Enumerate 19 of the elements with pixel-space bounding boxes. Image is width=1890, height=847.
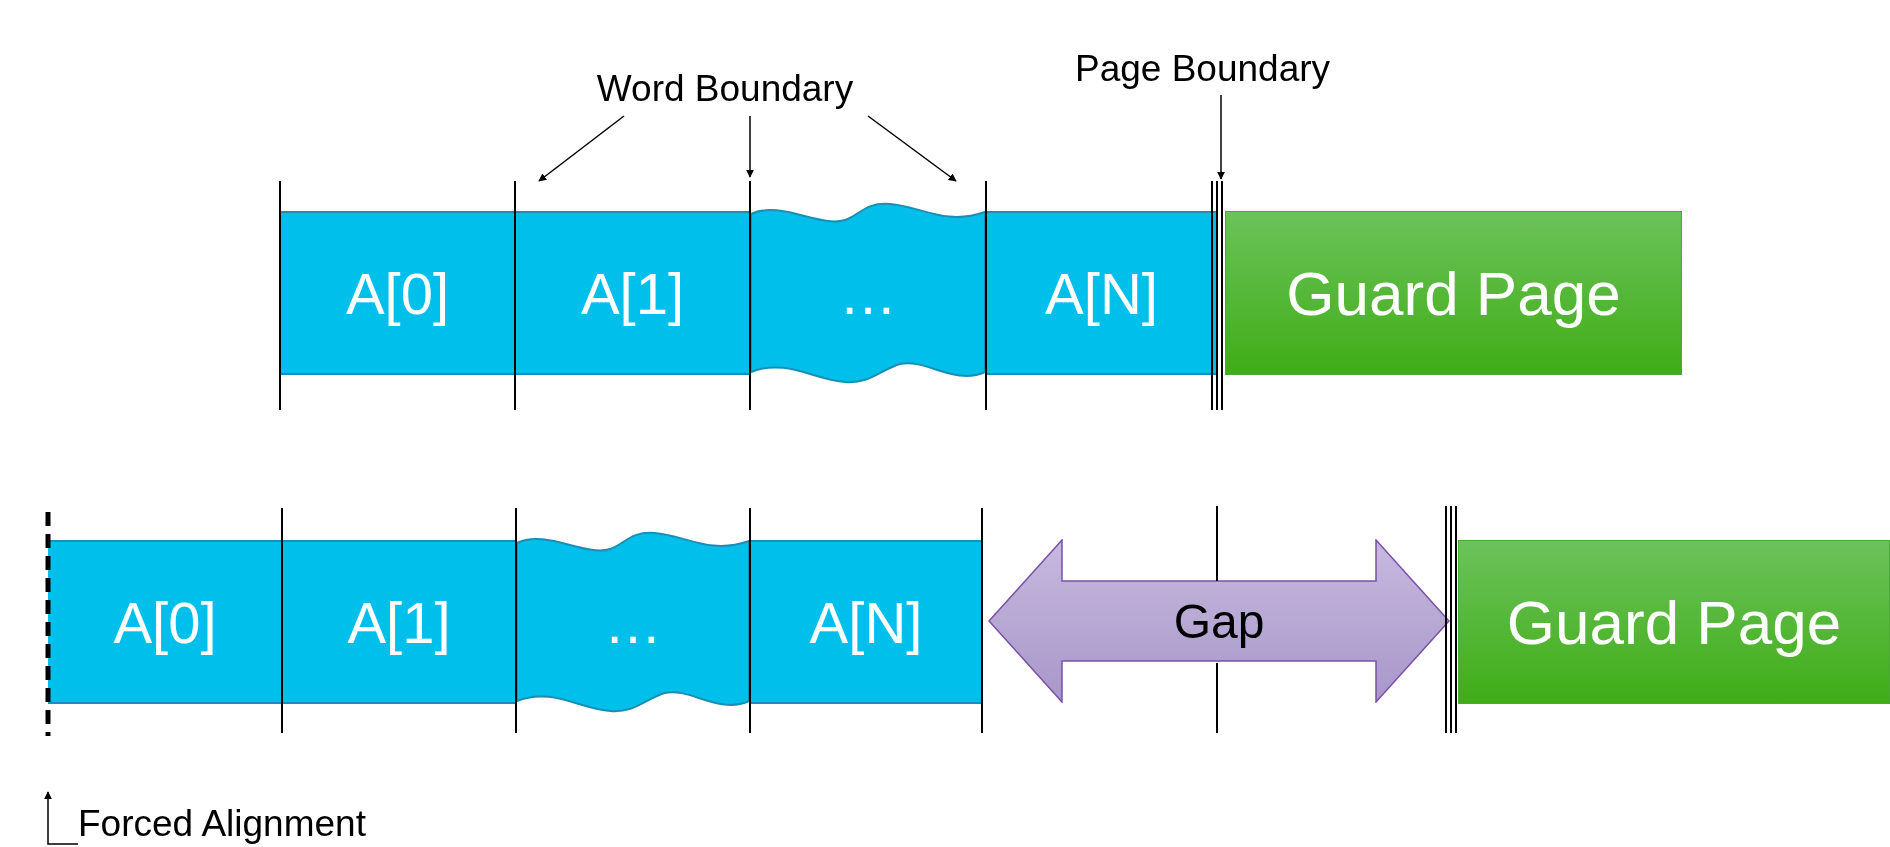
guard-page-block: Guard Page: [1458, 540, 1890, 704]
array-cell: A[N]: [750, 540, 982, 704]
annotation-label: Word Boundary: [555, 62, 895, 116]
array-cell: A[N]: [986, 211, 1217, 375]
annotation-label: Page Boundary: [1030, 42, 1375, 95]
leader-line: [746, 115, 754, 178]
leader-line: [538, 115, 625, 182]
gap-label: Gap: [1173, 593, 1265, 649]
array-cell: A[1]: [282, 540, 516, 704]
leader-line: [867, 115, 957, 182]
array-cell: A[0]: [48, 540, 282, 704]
ellipsis-text: …: [839, 259, 897, 327]
annotation-label: Forced Alignment: [78, 800, 470, 847]
array-cell: A[0]: [280, 211, 515, 375]
leader-line: [1217, 94, 1225, 180]
guard-page-block: Guard Page: [1225, 211, 1682, 375]
leader-line: [44, 791, 79, 845]
array-cell: A[1]: [515, 211, 750, 375]
ellipsis-text: …: [604, 588, 662, 656]
